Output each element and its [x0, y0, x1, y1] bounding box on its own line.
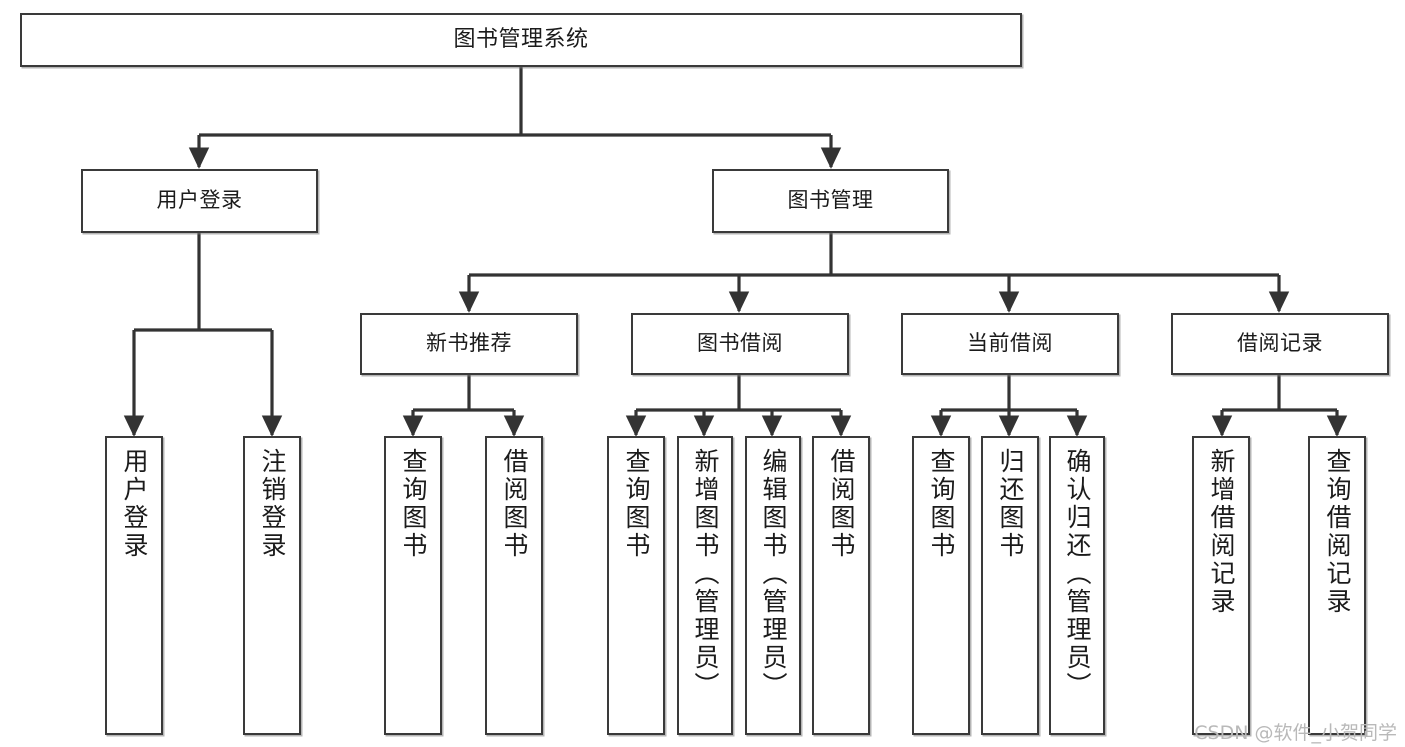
- node-leaf-borrow-book-2-label: 借阅图书: [827, 448, 856, 560]
- node-user-login[interactable]: 用户登录: [81, 169, 318, 233]
- node-new-book-rec-label: 新书推荐: [426, 331, 512, 356]
- node-user-login-label: 用户登录: [156, 188, 243, 213]
- node-leaf-borrow-book-1[interactable]: 借阅图书: [485, 436, 543, 735]
- node-leaf-add-book-label: 新增图书（管理员）: [691, 448, 720, 700]
- node-leaf-add-book[interactable]: 新增图书（管理员）: [677, 436, 733, 735]
- node-leaf-edit-book-label: 编辑图书（管理员）: [759, 448, 788, 700]
- node-leaf-user-login-label: 用户登录: [120, 448, 149, 560]
- node-leaf-query-book-3-label: 查询图书: [927, 448, 956, 560]
- node-leaf-query-book-2[interactable]: 查询图书: [607, 436, 665, 735]
- node-new-book-rec[interactable]: 新书推荐: [360, 313, 578, 375]
- node-root[interactable]: 图书管理系统: [20, 13, 1022, 67]
- node-leaf-confirm-return-label: 确认归还（管理员）: [1063, 448, 1092, 700]
- node-book-borrow-label: 图书借阅: [697, 331, 783, 356]
- node-leaf-query-book-1[interactable]: 查询图书: [384, 436, 442, 735]
- node-book-manage[interactable]: 图书管理: [712, 169, 949, 233]
- node-borrow-record-label: 借阅记录: [1237, 331, 1323, 356]
- node-root-label: 图书管理系统: [453, 26, 589, 52]
- node-leaf-borrow-book-1-label: 借阅图书: [500, 448, 529, 560]
- node-current-borrow[interactable]: 当前借阅: [901, 313, 1119, 375]
- node-book-manage-label: 图书管理: [787, 188, 874, 213]
- node-leaf-query-book-2-label: 查询图书: [622, 448, 651, 560]
- node-leaf-return-book-label: 归还图书: [996, 448, 1025, 560]
- node-leaf-add-record[interactable]: 新增借阅记录: [1192, 436, 1250, 735]
- node-leaf-add-record-label: 新增借阅记录: [1207, 448, 1236, 616]
- node-leaf-query-record-label: 查询借阅记录: [1323, 448, 1352, 616]
- node-leaf-return-book[interactable]: 归还图书: [981, 436, 1039, 735]
- node-borrow-record[interactable]: 借阅记录: [1171, 313, 1389, 375]
- node-leaf-edit-book[interactable]: 编辑图书（管理员）: [745, 436, 801, 735]
- node-leaf-query-record[interactable]: 查询借阅记录: [1308, 436, 1366, 735]
- node-leaf-logout-label: 注销登录: [258, 448, 287, 560]
- node-leaf-borrow-book-2[interactable]: 借阅图书: [812, 436, 870, 735]
- node-leaf-user-login[interactable]: 用户登录: [105, 436, 163, 735]
- node-leaf-logout[interactable]: 注销登录: [243, 436, 301, 735]
- node-book-borrow[interactable]: 图书借阅: [631, 313, 849, 375]
- node-leaf-confirm-return[interactable]: 确认归还（管理员）: [1049, 436, 1105, 735]
- node-leaf-query-book-1-label: 查询图书: [399, 448, 428, 560]
- csdn-watermark: CSDN @软件_小贺同学: [1194, 722, 1397, 744]
- node-leaf-query-book-3[interactable]: 查询图书: [912, 436, 970, 735]
- node-current-borrow-label: 当前借阅: [967, 331, 1053, 356]
